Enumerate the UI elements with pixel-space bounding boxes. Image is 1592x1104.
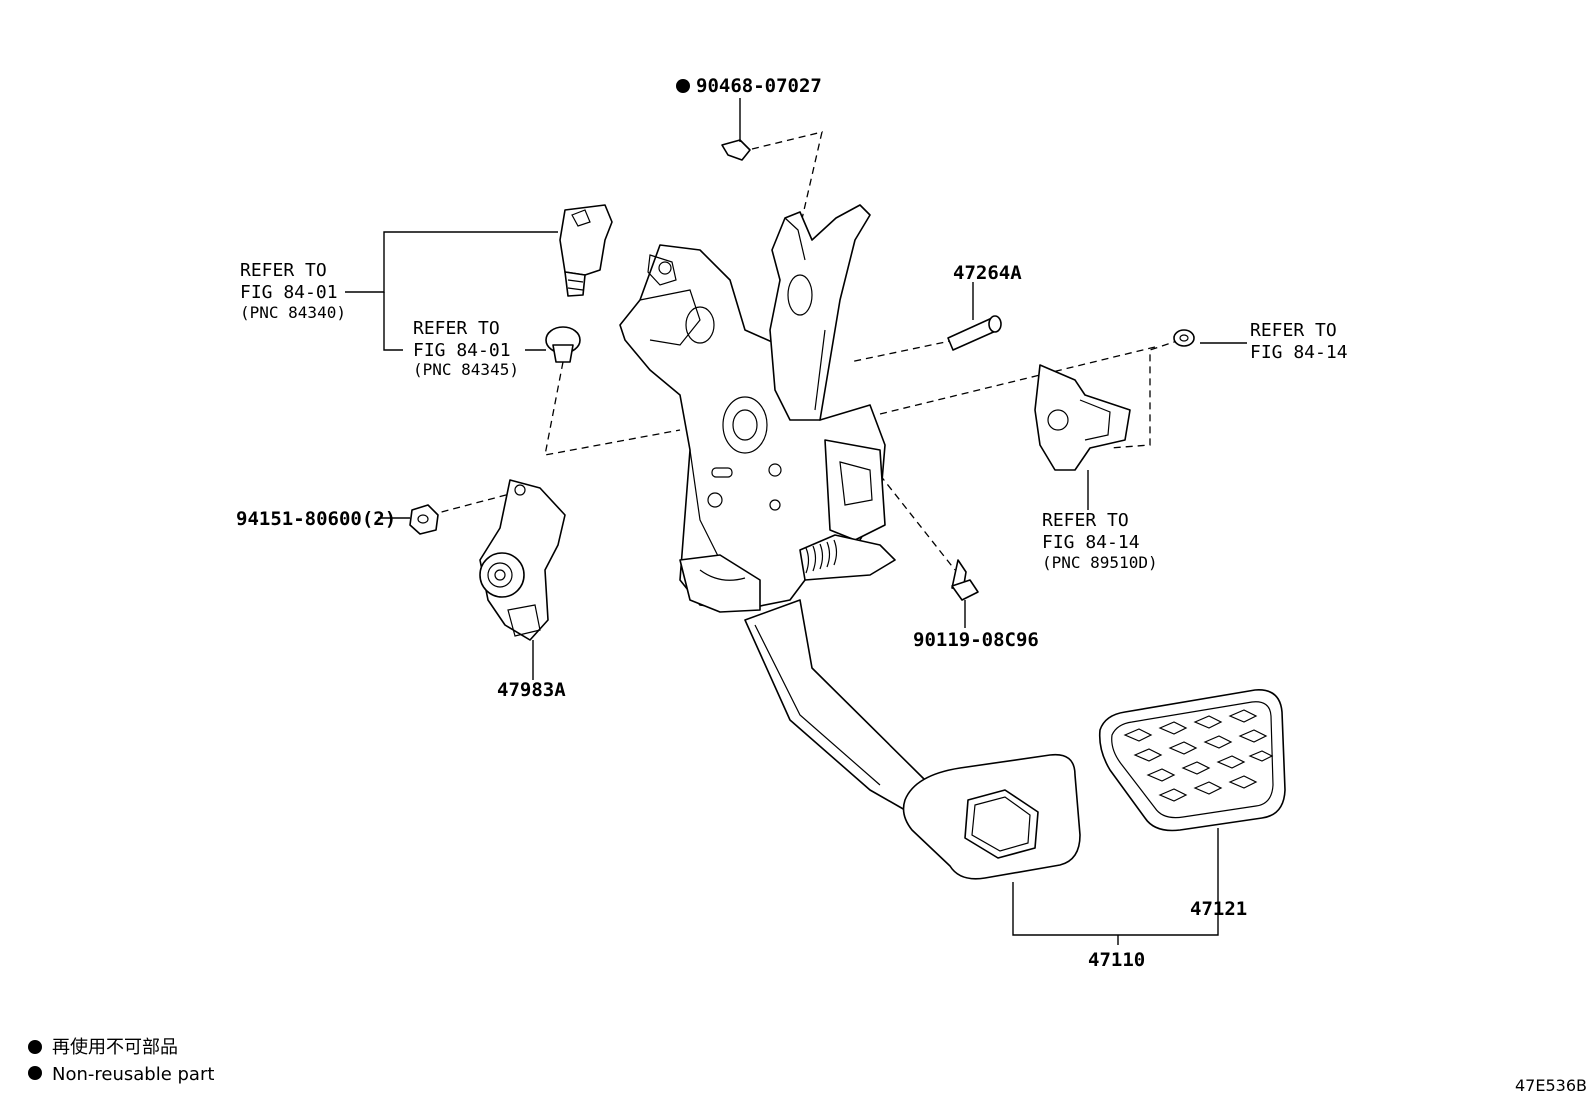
leader-lines [345,231,1247,945]
assembly-lines [429,131,1181,571]
nut-part [378,504,439,535]
pedal-assembly-label: 47110 [1088,949,1145,971]
legend-japanese: 再使用不可部品 [52,1037,178,1058]
ref-d-line1: REFER TO [1042,510,1129,531]
bolt-part [951,559,979,628]
ref-b-line1: REFER TO [413,318,500,339]
pedal-pad-label: 47121 [1190,898,1247,920]
sensor-label: 47983A [497,679,566,701]
pin-part [947,282,1002,351]
labels: 90468-07027 REFER TO FIG 84-01 (PNC 8434… [236,75,1348,971]
stroke-sensor-bracket [1034,364,1131,510]
return-spring [799,534,896,581]
ref-c-line1: REFER TO [1250,320,1337,341]
pedal-pad-base [902,753,1081,880]
legend-english: Non-reusable part [52,1064,214,1085]
clip-pin-label: 90468-07027 [696,75,822,97]
pedal-pad-cover [1098,689,1286,832]
ref-d-line2: FIG 84-14 [1042,532,1140,553]
bolt-label: 90119-08C96 [913,629,1039,651]
pin-label: 47264A [953,262,1022,284]
legend: 再使用不可部品 Non-reusable part [28,1037,214,1085]
figure-code: 47E536B [1515,1076,1587,1095]
brake-pedal-arm [744,599,926,811]
legend-dot-icon [28,1040,42,1054]
non-reusable-dot-icon [676,79,690,93]
pedal-bracket [619,244,886,613]
clip-pin-part [721,98,751,161]
ref-d-line3: (PNC 89510D) [1042,553,1158,572]
ref-a-line3: (PNC 84340) [240,303,346,322]
washer-part [1173,329,1195,347]
ref-a-line1: REFER TO [240,260,327,281]
pedal-lever [769,204,871,421]
cushion-stopper [545,326,581,363]
stroke-sensor-part [479,479,566,680]
ref-b-line3: (PNC 84345) [413,360,519,379]
stop-lamp-switch [559,204,613,297]
ref-c-line2: FIG 84-14 [1250,342,1348,363]
legend-dot-icon [28,1066,42,1080]
nut-label: 94151-80600(2) [236,508,396,530]
ref-a-line2: FIG 84-01 [240,282,338,303]
ref-b-line2: FIG 84-01 [413,340,511,361]
